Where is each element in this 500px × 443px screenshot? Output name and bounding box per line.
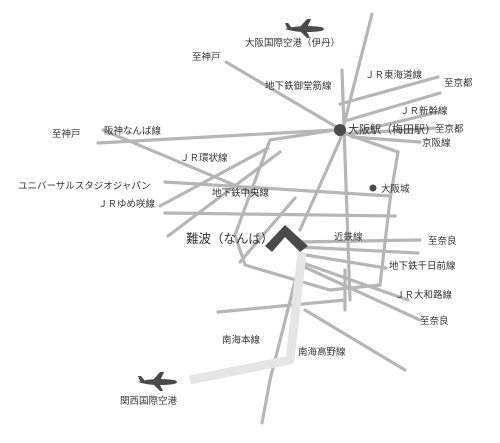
dot-icon — [369, 184, 377, 192]
label-jr-shinkansen: ＪＲ新幹線 — [400, 105, 448, 117]
jr-loop-line — [233, 128, 400, 292]
label-kansai-airport: 関西国際空港 — [120, 395, 178, 407]
line-to-kobe-mid — [96, 128, 337, 145]
label-chuo-line: 地下鉄中央線 — [212, 187, 270, 199]
midosuji-line — [298, 12, 374, 232]
jr-shinkansen-line — [353, 110, 440, 134]
line-to-nara-top — [298, 245, 420, 255]
label-osaka-station: 大阪駅（梅田駅） — [348, 122, 436, 136]
south-diagonal — [216, 298, 347, 314]
inner-diagonal-2 — [238, 196, 297, 264]
keihan-line — [350, 135, 422, 144]
label-to-kyoto-mid: 至京都 — [435, 123, 464, 135]
nankai-main-line — [189, 252, 307, 385]
airplane-icon — [138, 372, 177, 391]
airplane-icon — [285, 19, 324, 38]
jr-tokaido-line — [338, 75, 440, 106]
label-jr-tokaido-line: ＪＲ東海道線 — [365, 69, 423, 81]
label-usj: ユニバーサルスタジオジャパン — [18, 181, 151, 192]
line-to-kyoto-mid — [343, 126, 437, 136]
label-namba-station: 難波（なんば） — [186, 231, 274, 246]
jr-tokaido-line-lower — [343, 91, 442, 123]
label-kintetsu-line: 近鉄線 — [334, 231, 363, 243]
label-to-kyoto-top: 至京都 — [444, 77, 473, 89]
line-to-nara-bottom — [298, 263, 422, 322]
station-dot-icon — [334, 124, 346, 136]
label-hanshin-namba-line: 阪神なんば線 — [104, 125, 162, 137]
label-nankai-koya-line: 南海高野線 — [298, 346, 346, 358]
nankai-koya-branch — [303, 308, 407, 372]
chevron-up-icon — [265, 225, 308, 252]
label-to-kobe-top: 至神戸 — [192, 51, 221, 63]
label-osaka-castle: 大阪城 — [381, 183, 410, 195]
label-keihan-line: 京阪線 — [422, 137, 451, 149]
line-to-kobe-top — [224, 60, 347, 134]
jr-yumesaki-line — [158, 146, 270, 208]
nankai-koya-line — [260, 260, 302, 425]
label-to-nara-bottom: 至奈良 — [420, 315, 449, 327]
sennichimae-line — [298, 252, 388, 270]
kintetsu-line — [298, 238, 422, 244]
label-jr-yamatoji-line: ＪＲ大和路線 — [395, 289, 453, 301]
label-to-kobe-mid: 至神戸 — [52, 128, 81, 140]
label-jr-loop-line: ＪＲ環状線 — [180, 152, 228, 164]
label-jr-yumesaki-line: ＪＲゆめ咲線 — [98, 198, 156, 210]
label-itami-airport: 大阪国際空港（伊丹） — [245, 37, 340, 49]
inner-diagonal-1 — [166, 150, 282, 238]
label-midosuji-line: 地下鉄御堂筋線 — [265, 80, 332, 92]
label-nankai-main-line: 南海本線 — [222, 334, 261, 346]
label-to-nara-top: 至奈良 — [428, 235, 457, 247]
jr-yamatoji-line — [298, 260, 410, 302]
label-sennichimae-line: 地下鉄千日前線 — [389, 260, 456, 272]
